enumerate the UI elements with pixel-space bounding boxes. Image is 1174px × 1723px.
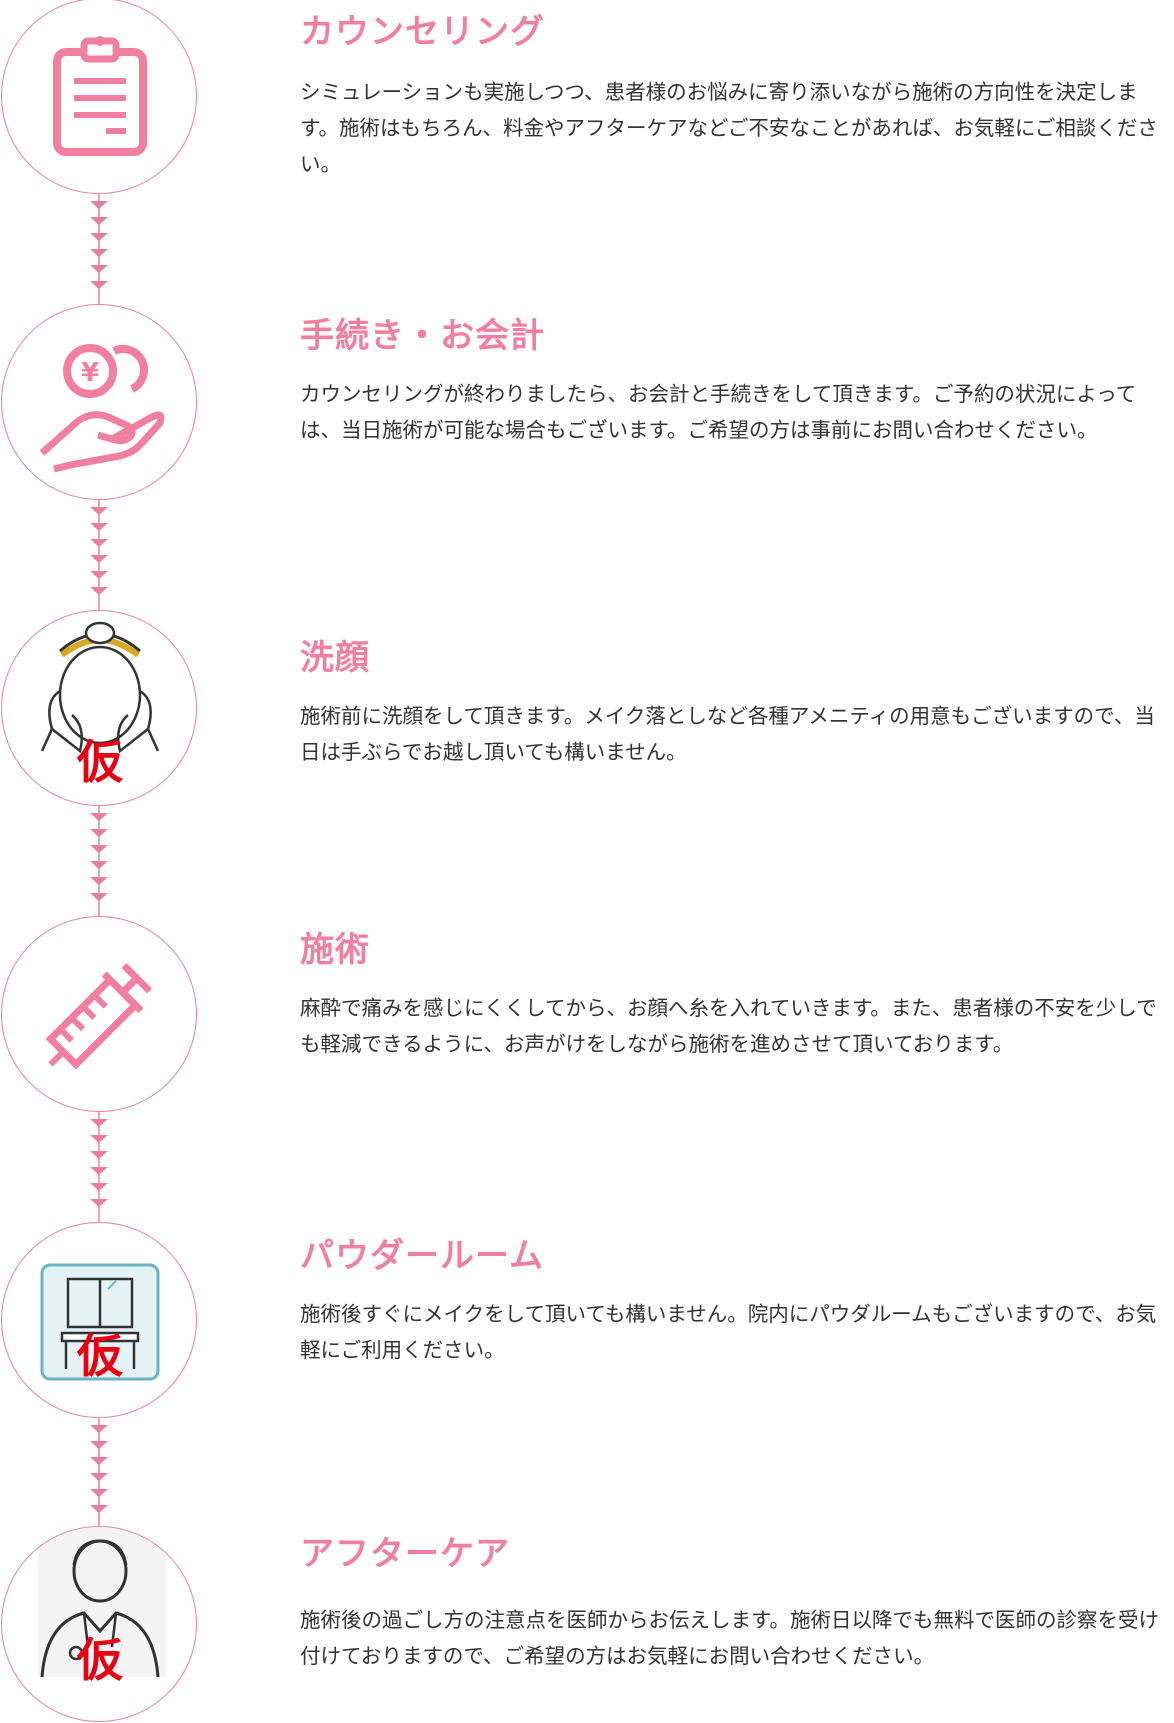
step-title: 洗顔 bbox=[300, 638, 370, 678]
step-description: 施術前に洗顔をして頂きます。メイク落としなど各種アメニティの用意もございますので… bbox=[300, 704, 1155, 764]
face-wash-icon bbox=[40, 621, 160, 754]
step-title: アフターケア bbox=[300, 1534, 510, 1574]
placeholder-mark: 仮 bbox=[77, 735, 123, 789]
placeholder-mark: 仮 bbox=[77, 1633, 123, 1687]
step-icon-circle-payment: ¥ bbox=[1, 304, 197, 500]
step-icon-circle-powder-room: 仮 bbox=[1, 1222, 197, 1418]
connector-arrows bbox=[90, 806, 108, 916]
connector-arrows bbox=[90, 1112, 108, 1222]
doctor-icon bbox=[38, 1527, 166, 1678]
step-description: 麻酔で痛みを感じにくくしてから、お顔へ糸を入れていきます。また、患者様の不安を少… bbox=[300, 996, 1157, 1056]
yen-coin-hand-icon: ¥ bbox=[39, 344, 165, 473]
clipboard-icon bbox=[53, 36, 147, 156]
connector-arrows bbox=[90, 194, 108, 304]
step-connector bbox=[87, 1112, 111, 1222]
step-connector bbox=[87, 500, 111, 610]
vanity-sink-icon bbox=[40, 1263, 160, 1381]
step-icon-circle-face-wash: 仮 bbox=[1, 610, 197, 806]
svg-text:¥: ¥ bbox=[81, 358, 99, 388]
step-connector bbox=[87, 194, 111, 304]
step-title: 施術 bbox=[300, 930, 370, 970]
step-title: パウダールーム bbox=[300, 1236, 544, 1276]
connector-arrows bbox=[90, 1418, 108, 1528]
step-connector bbox=[87, 1418, 111, 1528]
step-description: シミュレーションも実施しつつ、患者様のお悩みに寄り添いながら施術の方向性を決定し… bbox=[300, 80, 1158, 176]
step-title: カウンセリング bbox=[300, 12, 545, 52]
step-connector bbox=[87, 806, 111, 916]
step-description: 施術後すぐにメイクをして頂いても構いません。院内にパウダルームもございますので、… bbox=[300, 1302, 1157, 1362]
step-icon-circle-treatment bbox=[1, 916, 197, 1112]
step-title: 手続き・お会計 bbox=[300, 316, 545, 356]
placeholder-mark: 仮 bbox=[77, 1329, 123, 1383]
step-icon-circle-aftercare: 仮 bbox=[1, 1526, 197, 1722]
step-description: 施術後の過ごし方の注意点を医師からお伝えします。施術日以降でも無料で医師の診察を… bbox=[300, 1608, 1159, 1668]
step-icon-circle-counseling bbox=[1, 0, 197, 194]
step-description: カウンセリングが終わりましたら、お会計と手続きをして頂きます。ご予約の状況によっ… bbox=[300, 382, 1137, 442]
syringe-icon bbox=[45, 963, 152, 1070]
connector-arrows bbox=[90, 500, 108, 610]
